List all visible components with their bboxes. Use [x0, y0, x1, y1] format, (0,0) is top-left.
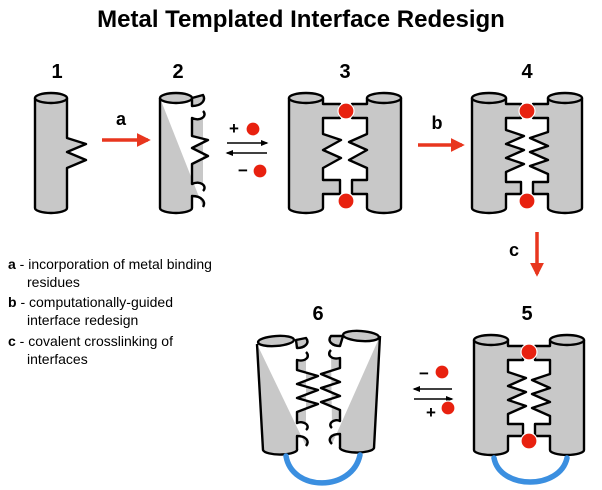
metal-ion-icon [252, 163, 268, 179]
reaction-arrow-c: c [509, 232, 544, 277]
legend-key-b: b [8, 294, 17, 310]
legend-key-c: c [8, 333, 16, 349]
minus-sign: − [419, 364, 429, 383]
legend-text-c-line2: interfaces [27, 351, 88, 367]
helix-dimer-structure-4 [470, 91, 584, 215]
metal-ion-icon [520, 432, 538, 450]
legend-text-b-line2: interface redesign [27, 312, 138, 328]
legend-separator: - [16, 256, 28, 272]
metal-ion-icon [434, 364, 450, 380]
arrow-label-c: c [509, 240, 519, 260]
step-number-1: 1 [51, 61, 62, 83]
legend-item-c: c - covalent crosslinking of interfaces [8, 333, 173, 367]
metal-ion-icon [518, 102, 536, 120]
helix-dimer-structure-5 [472, 333, 586, 485]
arrow-label-a: a [116, 109, 127, 129]
step-number-4: 4 [521, 61, 533, 83]
step-number-6: 6 [312, 303, 323, 325]
legend-text-c-line1: covalent crosslinking of [28, 333, 173, 349]
metal-equilibrium-6-5: − + [412, 364, 456, 422]
legend-key-a: a [8, 256, 16, 272]
legend-item-b: b - computationally-guided interface red… [8, 294, 173, 328]
legend-separator: - [16, 333, 28, 349]
legend-separator: - [17, 294, 29, 310]
svg-text:c - covalent crosslinking of: c - covalent crosslinking of [8, 333, 173, 349]
reaction-arrow-b: b [418, 113, 465, 152]
helix-dimer-structure-3 [287, 91, 403, 215]
legend-text-a-line2: residues [27, 274, 80, 290]
step-number-2: 2 [172, 61, 183, 83]
minus-sign: − [238, 161, 248, 180]
metal-ion-icon [337, 102, 355, 120]
crosslink-icon [491, 455, 570, 485]
metal-equilibrium-2-3: + − [225, 119, 269, 180]
step-number-5: 5 [521, 303, 532, 325]
plus-sign: + [229, 119, 239, 138]
legend-item-a: a - incorporation of metal binding resid… [8, 256, 212, 290]
helix-dimer-structure-6 [255, 329, 382, 486]
metal-ion-icon [440, 400, 456, 416]
step-number-3: 3 [339, 61, 350, 83]
arrow-label-b: b [432, 113, 443, 133]
legend: a - incorporation of metal binding resid… [8, 256, 212, 367]
svg-text:a - incorporation of metal bin: a - incorporation of metal binding [8, 256, 212, 272]
page-title: Metal Templated Interface Redesign [97, 6, 505, 33]
metal-ion-icon [337, 192, 355, 210]
legend-text-b-line1: computationally-guided [29, 294, 173, 310]
metal-ion-icon [518, 192, 536, 210]
plus-sign: + [426, 403, 436, 422]
svg-text:b - computationally-guided: b - computationally-guided [8, 294, 173, 310]
metal-ion-icon [520, 343, 538, 361]
legend-text-a-line1: incorporation of metal binding [28, 256, 212, 272]
helix-structure-2 [158, 91, 210, 215]
metal-ion-icon [245, 121, 261, 137]
crosslink-icon [283, 452, 363, 486]
reaction-arrow-a: a [102, 109, 151, 147]
helix-structure-1 [33, 91, 88, 215]
